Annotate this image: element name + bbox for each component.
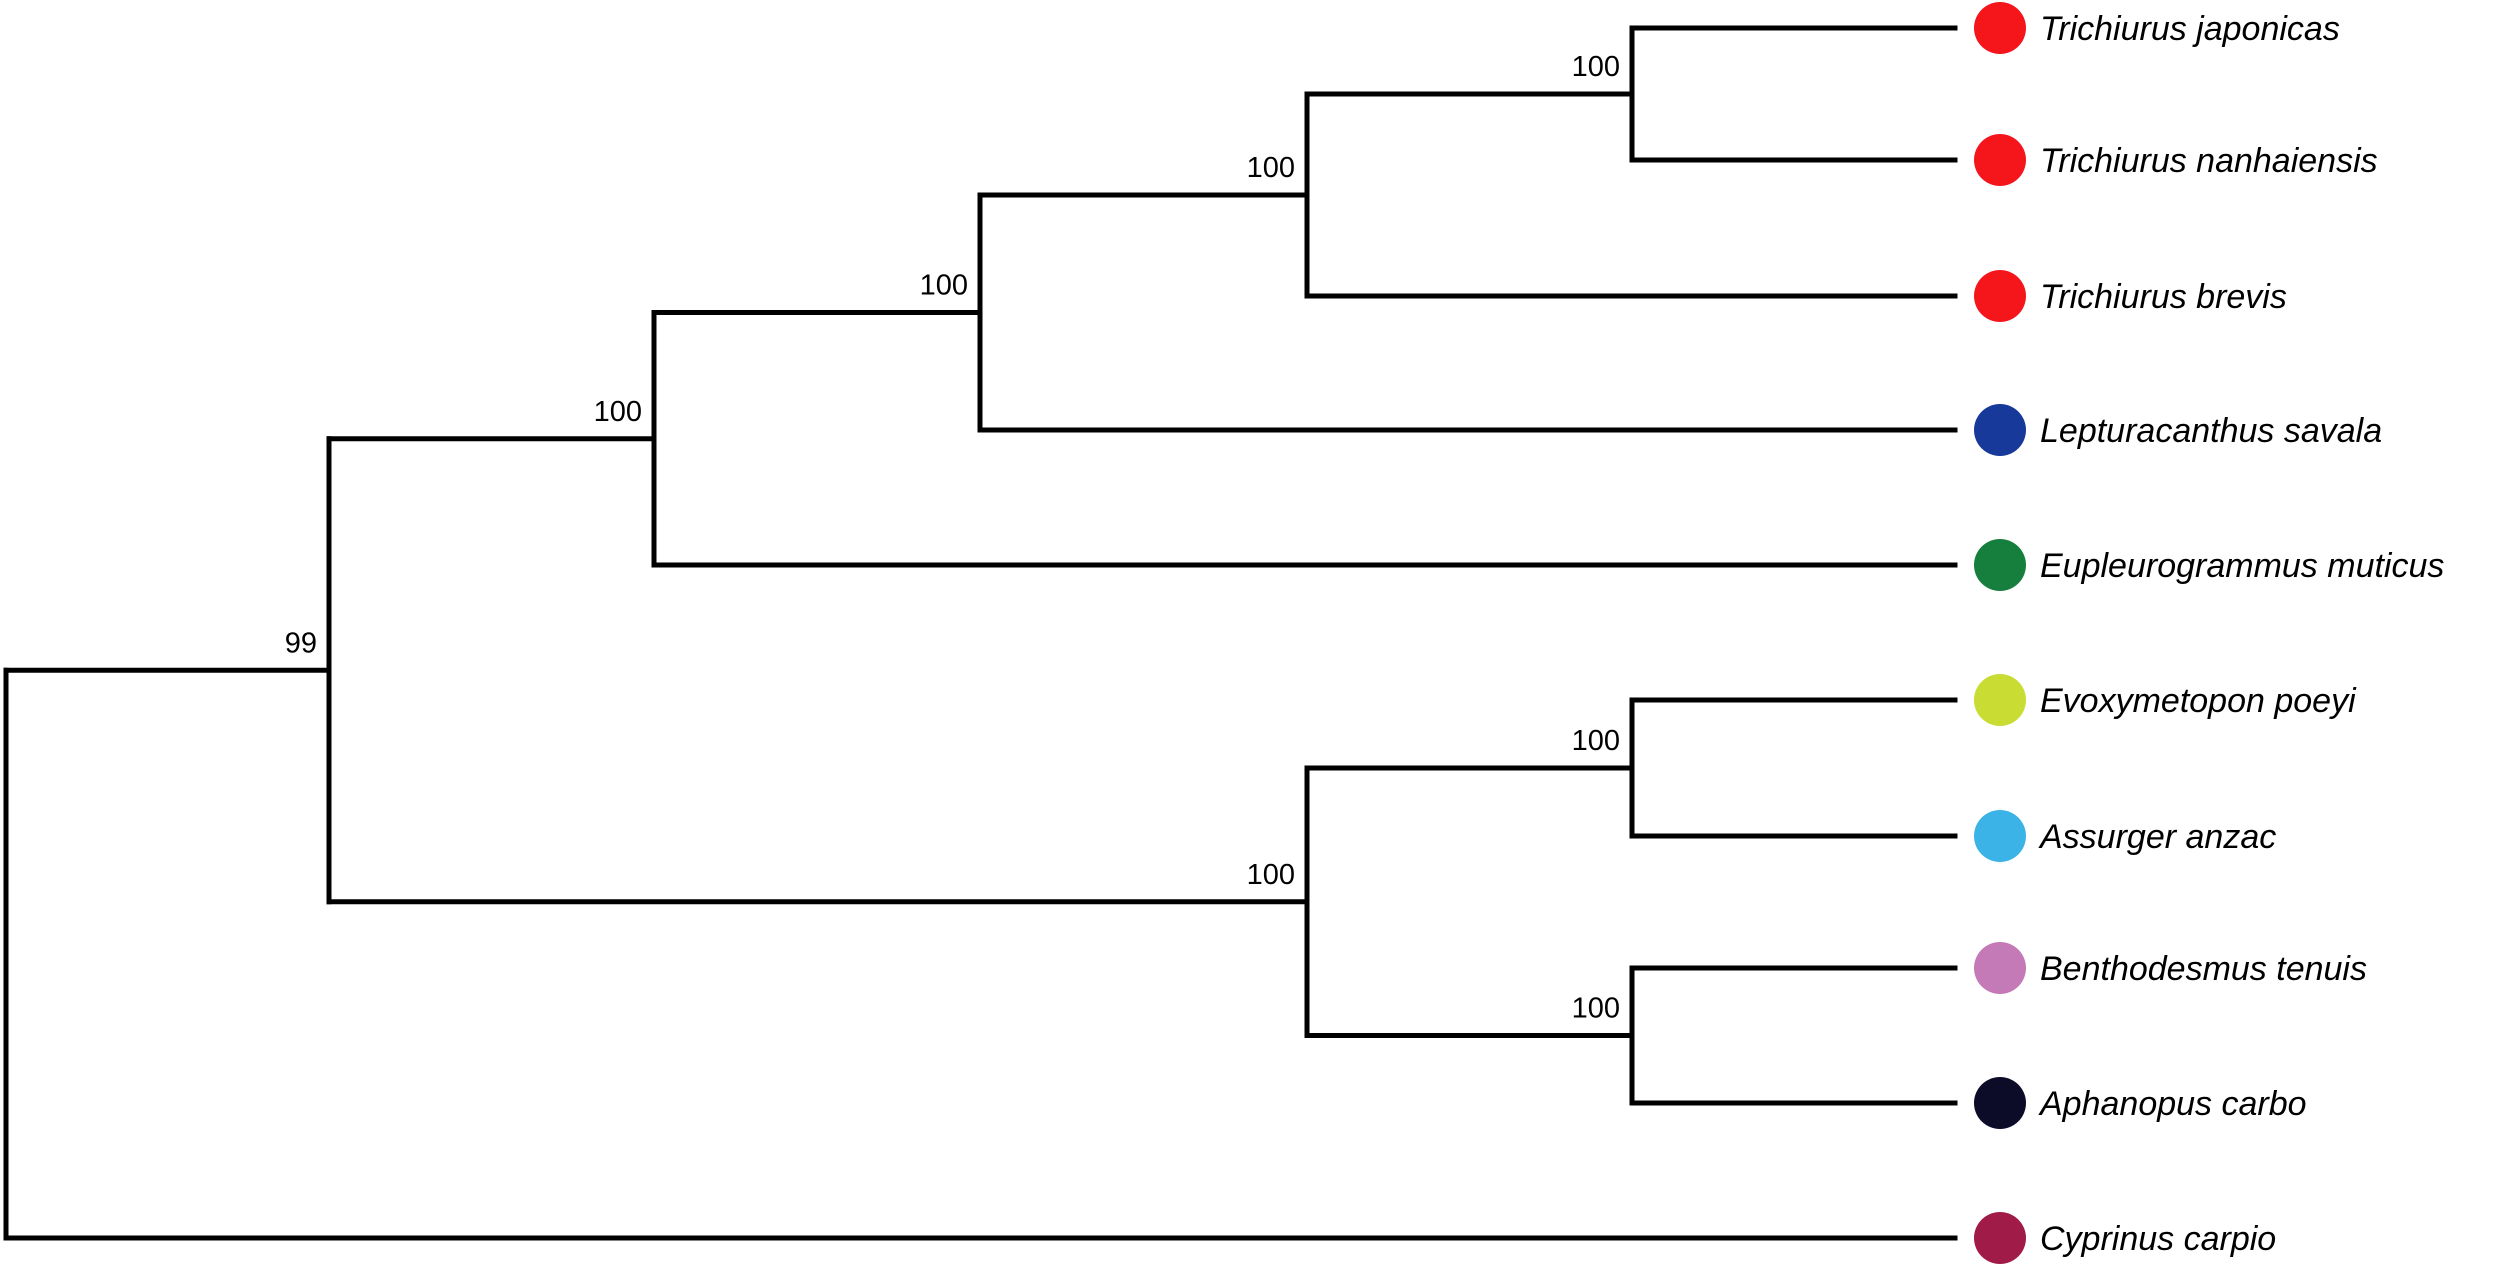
taxon-marker-dot [1974,404,2026,456]
taxon-label: Benthodesmus tenuis [2040,950,2367,988]
bootstrap-support-nE: 100 [1247,859,1295,891]
bootstrap-support-nA: 100 [594,396,642,428]
bootstrap-support-nF: 100 [1572,725,1620,757]
taxon-label: Assurger anzac [2038,818,2276,856]
taxon-label: Eupleurogrammus muticus [2040,547,2444,585]
taxon-marker-dot [1974,270,2026,322]
taxon-marker-dot [1974,134,2026,186]
taxon-label: Evoxymetopon poeyi [2040,682,2357,720]
taxon-marker-dot [1974,1077,2026,1129]
taxon-marker-dot [1974,810,2026,862]
bootstrap-support-nB: 100 [920,270,968,302]
taxon-label: Cyprinus carpio [2040,1220,2276,1258]
taxon-label: Trichiurus nanhaiensis [2040,142,2378,180]
taxon-label: Trichiurus japonicas [2040,10,2340,48]
tree-branches [3,25,1958,1241]
taxon-label: Aphanopus carbo [2038,1085,2307,1123]
taxon-marker-dot [1974,942,2026,994]
taxon-marker-dot [1974,539,2026,591]
bootstrap-support-nD: 100 [1572,51,1620,83]
bootstrap-support-nC: 100 [1247,152,1295,184]
bootstrap-support-labels: 99 100 100 100 100 100 100 100 [285,51,1620,1025]
taxon-marker-dot [1974,2,2026,54]
taxon-marker-dot [1974,1212,2026,1264]
taxon-marker-dot [1974,674,2026,726]
bootstrap-support-n99: 99 [285,627,317,659]
taxon-label: Lepturacanthus savala [2040,412,2382,450]
taxon-label: Trichiurus brevis [2040,278,2287,316]
bootstrap-support-nG: 100 [1572,993,1620,1025]
